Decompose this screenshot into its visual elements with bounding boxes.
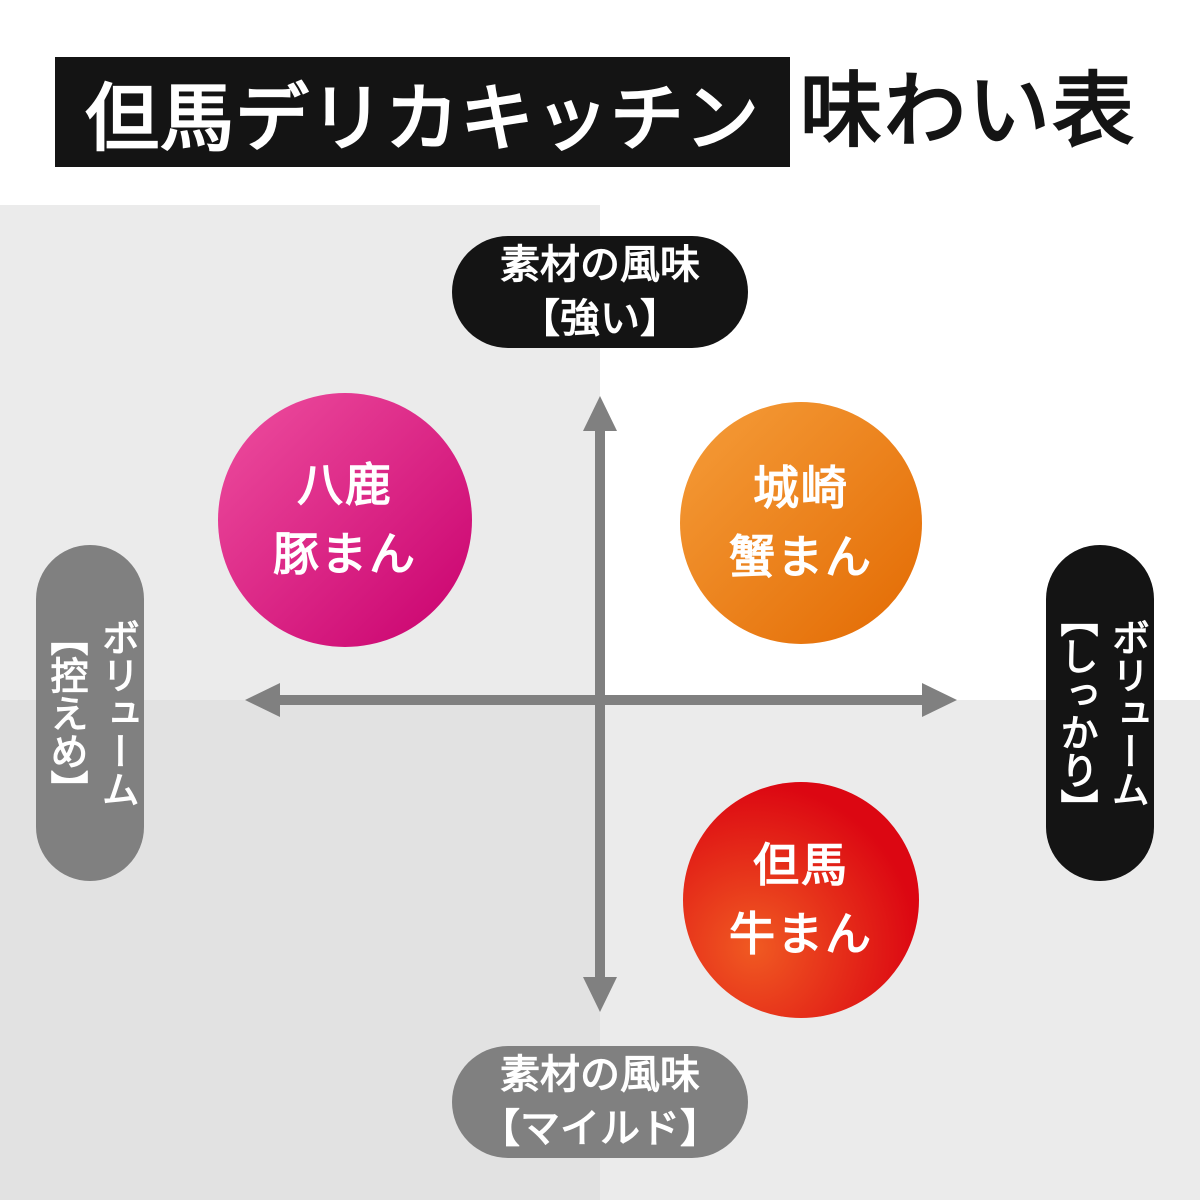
axis-label-flavor-strong: 素材の風味 【強い】	[452, 236, 748, 348]
page-title: 味わい表	[800, 66, 1137, 157]
axis-label-text: 【マイルド】	[480, 1107, 720, 1151]
axis-label-text: 素材の風味	[500, 243, 700, 287]
product-bubble-tajima-gyuman: 但馬 牛まん	[683, 782, 919, 1018]
vertical-axis-text: ボリューム 【控えめ】	[39, 618, 142, 808]
brand-title-box: 但馬デリカキッチン	[55, 57, 790, 167]
vertical-axis-text: ボリューム 【しっかり】	[1049, 599, 1152, 827]
axis-label-text: 【しっかり】	[1054, 599, 1096, 827]
axis-label-text: 【強い】	[520, 297, 680, 341]
product-name: 豚まん	[273, 528, 417, 580]
axis-label-text: ボリューム	[95, 618, 138, 808]
product-bubble-yoka-butaman: 八鹿 豚まん	[218, 393, 472, 647]
axis-label-text: 【控えめ】	[44, 618, 86, 808]
brand-title: 但馬デリカキッチン	[85, 76, 760, 160]
axis-label-flavor-mild: 素材の風味 【マイルド】	[452, 1046, 748, 1158]
product-bubble-kinosaki-kaniman: 城崎 蟹まん	[680, 402, 922, 644]
axis-label-text: 素材の風味	[500, 1053, 700, 1097]
product-name: 但馬	[753, 839, 849, 891]
axis-label-volume-high: ボリューム 【しっかり】	[1046, 545, 1154, 881]
product-name: 蟹まん	[729, 531, 873, 583]
product-name: 城崎	[753, 462, 849, 514]
product-name: 牛まん	[729, 908, 873, 960]
product-name: 八鹿	[297, 459, 393, 511]
axis-label-text: ボリューム	[1105, 618, 1148, 808]
axis-label-volume-low: ボリューム 【控えめ】	[36, 545, 144, 881]
